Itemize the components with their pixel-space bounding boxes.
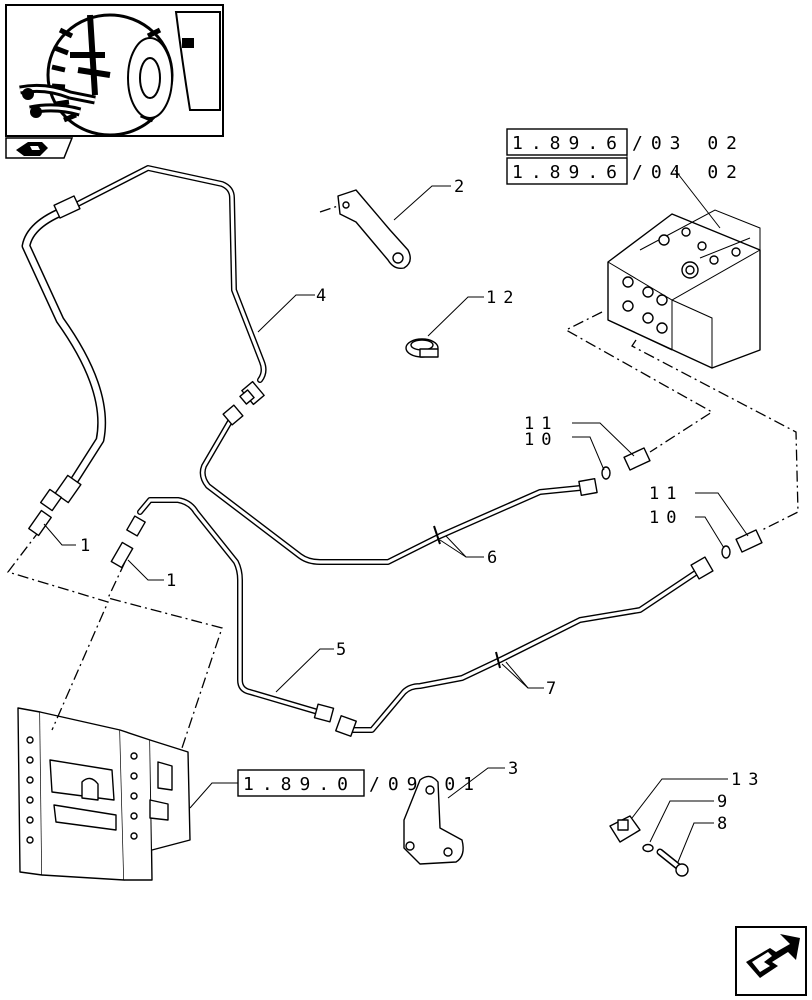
callout-13: 13 xyxy=(731,770,765,790)
callout-1-right: 1 xyxy=(166,571,183,591)
leader-line xyxy=(674,169,721,229)
fitting-part-1-right[interactable] xyxy=(110,541,134,569)
hydraulic-section-icon[interactable] xyxy=(5,137,74,159)
callout-1-left: 1 xyxy=(80,536,97,556)
bolt-part-8[interactable] xyxy=(656,848,689,877)
hose-left[interactable] xyxy=(21,195,107,512)
callout-11-bottom: 11 xyxy=(649,484,683,504)
loader-frame xyxy=(17,707,191,881)
reference-suffix: /03 02 xyxy=(632,133,745,154)
pipe-part-7[interactable] xyxy=(335,556,714,737)
oring-part-10-bottom[interactable] xyxy=(721,545,731,559)
reference-bracket xyxy=(612,128,628,185)
connection-lines xyxy=(6,311,799,749)
reference-link-top-2[interactable]: 1.89.6 /04 02 xyxy=(506,157,745,185)
adapter-part-11-bottom[interactable] xyxy=(735,529,763,553)
callout-11-top: 11 xyxy=(524,414,558,434)
callout-12: 12 xyxy=(486,288,520,308)
reference-link-top-1[interactable]: 1.89.6 /03 02 xyxy=(506,128,745,156)
adapter-part-11-top[interactable] xyxy=(623,447,651,471)
reference-code: 1.89.0 xyxy=(243,774,356,795)
bracket-part-2[interactable] xyxy=(319,189,411,270)
valve-block xyxy=(607,209,761,369)
callout-2: 2 xyxy=(454,177,471,197)
bracket-part-3[interactable] xyxy=(403,775,464,865)
callout-10-bottom: 10 xyxy=(649,508,683,528)
washer-part-9[interactable] xyxy=(642,843,654,853)
pipe-part-5[interactable] xyxy=(126,497,335,723)
hose-clamp-12[interactable] xyxy=(405,338,439,358)
callout-8: 8 xyxy=(717,814,734,834)
callout-4: 4 xyxy=(316,286,333,306)
reference-code: 1.89.6 xyxy=(512,133,625,154)
callout-6: 6 xyxy=(487,548,504,568)
leader-lines xyxy=(43,185,749,863)
next-page-arrow-icon[interactable] xyxy=(735,926,807,996)
tractor-thumbnail[interactable] xyxy=(5,4,224,137)
callout-9: 9 xyxy=(717,792,734,812)
fitting-part-1-left[interactable] xyxy=(28,509,52,537)
callout-10-top: 10 xyxy=(524,430,558,450)
callout-7: 7 xyxy=(546,679,563,699)
clip-part-13[interactable] xyxy=(609,815,641,843)
reference-suffix: /04 02 xyxy=(632,162,745,183)
pipe-part-6[interactable] xyxy=(199,404,598,565)
reference-link-bottom[interactable]: 1.89.0 /09 01 xyxy=(237,769,482,797)
callout-3: 3 xyxy=(508,759,525,779)
callout-5: 5 xyxy=(336,640,353,660)
pipe-part-4[interactable] xyxy=(63,165,267,406)
reference-code: 1.89.6 xyxy=(512,162,625,183)
leader-line xyxy=(189,782,238,809)
